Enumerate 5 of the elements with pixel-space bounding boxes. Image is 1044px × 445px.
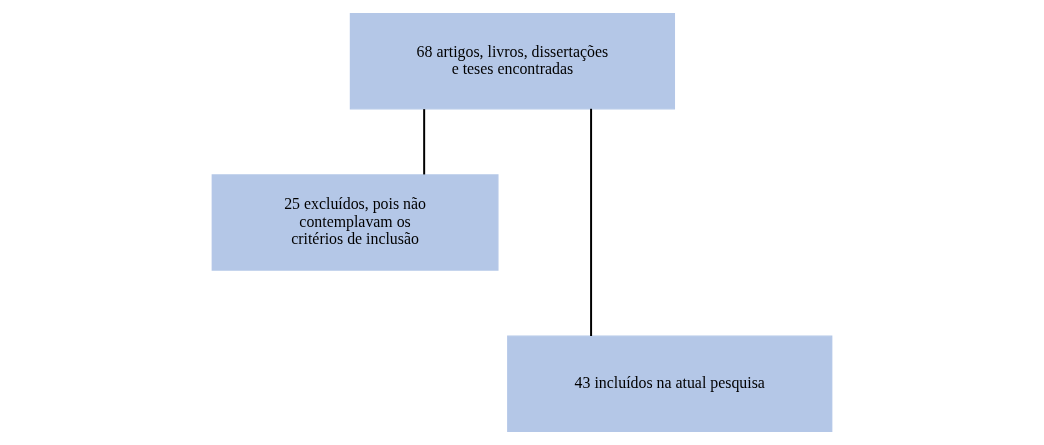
connector [590,107,593,337]
connector [423,108,426,176]
node-box: 68 artigos, livros, dissertações e teses encontradas [349,12,676,110]
node-box: 43 incluídos na atual pesquisa [507,335,833,433]
node-box: 25 excluídos, pois não contemplavam os critérios de inclusão [211,174,499,271]
